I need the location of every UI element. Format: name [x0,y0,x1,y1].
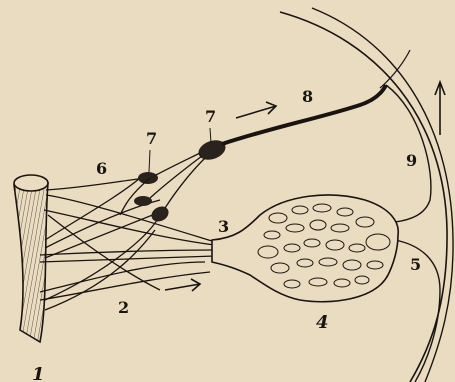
arrow-right-icon [236,102,276,118]
label-6: 6 [96,159,107,178]
ganglion-a [138,172,158,184]
ganglion-b [134,196,152,206]
label-8: 8 [302,87,313,106]
arrow-up-icon [435,82,445,135]
ganglion-main [196,137,228,163]
nerve-6 [46,178,145,190]
fiber-bundle [40,178,215,310]
label-3: 3 [218,217,229,236]
label-1: 1 [32,364,45,382]
label-2: 2 [118,298,129,317]
label-9: 9 [406,151,417,170]
left-vessel-top [14,175,48,191]
label-7a: 7 [146,129,157,148]
arrow-right-lower-icon [165,279,200,291]
leader-7b [210,128,211,143]
ganglion-c [149,203,172,224]
label-5: 5 [410,255,421,274]
leader-7a [149,150,150,172]
label-4: 4 [316,312,329,333]
label-7b: 7 [205,107,216,126]
